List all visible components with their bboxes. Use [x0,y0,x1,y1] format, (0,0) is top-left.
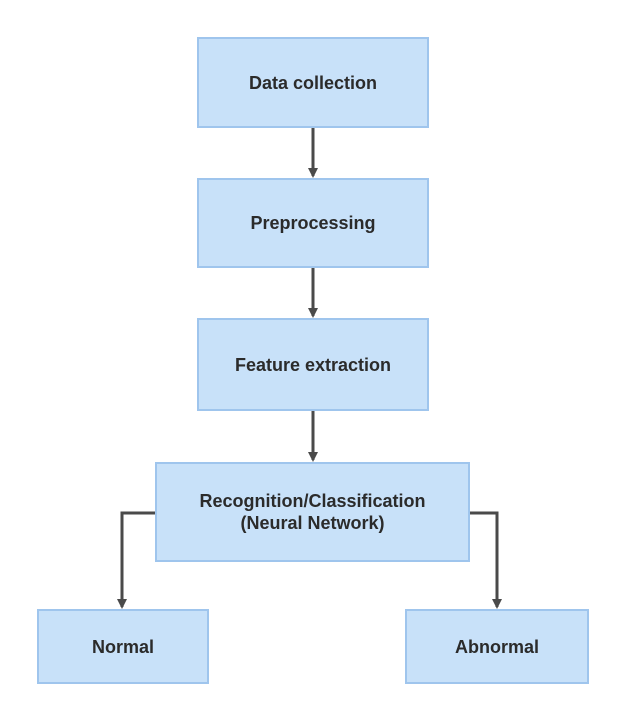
node-label: Feature extraction [234,354,392,375]
node-normal: Normal [37,609,209,684]
node-label-line-2: (Neural Network) [240,513,385,533]
node-abnormal: Abnormal [405,609,589,684]
arrow-recognition-to-abnormal [470,511,502,609]
node-label: Data collection [248,72,378,93]
node-data-collection: Data collection [197,37,429,128]
node-label: Normal [91,636,154,657]
node-preprocessing: Preprocessing [197,178,429,268]
node-label: Abnormal [454,636,539,657]
node-feature-extraction: Feature extraction [197,318,429,411]
node-recognition-classification: Recognition/Classification (Neural Netwo… [155,462,470,562]
node-label: Preprocessing [250,213,376,233]
node-label-line-1: Recognition/Classification [199,491,426,511]
arrow-recognition-to-normal [117,511,155,609]
